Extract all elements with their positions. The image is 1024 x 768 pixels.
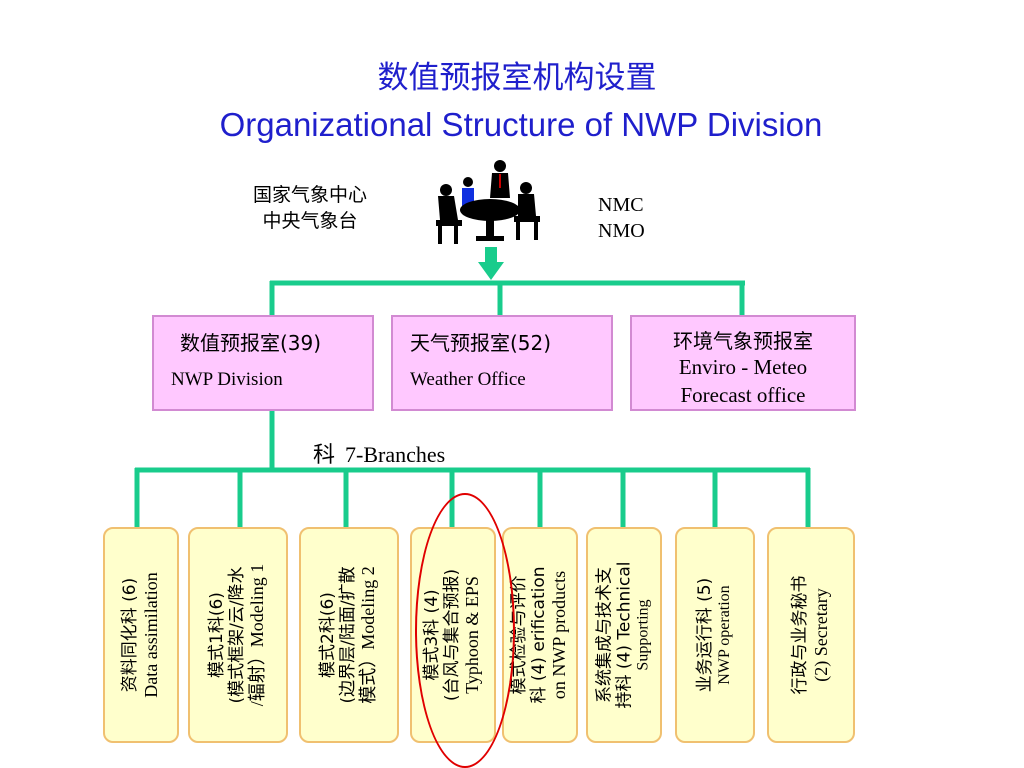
branch-6-line1: 系统集成与技术支 — [594, 567, 615, 704]
branch-7-line2: NWP operation — [715, 585, 733, 685]
office-enviro-en-line1: Enviro - Meteo — [678, 355, 808, 379]
center-label-chinese: 国家气象中心 中央气象台 — [200, 183, 420, 234]
branch-nwp-operation: 业务运行科 (5) NWP operation — [675, 527, 755, 743]
branch-1-line2: Data assimilation — [140, 572, 161, 698]
meeting-people-icon — [436, 160, 540, 244]
branch-5-line2: 科 (4) erification — [528, 566, 549, 704]
highlight-ellipse — [415, 493, 515, 768]
office-weather: 天气预报室(52) Weather Office — [391, 315, 613, 411]
branch-3-line3: 模式）Modeling 2 — [358, 566, 379, 704]
down-arrow-icon — [478, 247, 504, 280]
branches-label-en: 7-Branches — [345, 442, 446, 467]
branch-modeling-1: 模式1科(6) (模式框架/云/降水 /辐射）Modeling 1 — [188, 527, 288, 743]
branch-6-line2: 持科 (4) Technical — [613, 561, 634, 709]
center-en-line1: NMC — [598, 194, 644, 216]
office-weather-en: Weather Office — [410, 369, 526, 390]
branch-secretary: 行政与业务秘书 (2) Secretary — [767, 527, 855, 743]
branch-2-line3: /辐射）Modeling 1 — [247, 563, 268, 707]
branch-data-assimilation: 资料同化科 (6) Data assimilation — [103, 527, 179, 743]
center-cn-line2: 中央气象台 — [262, 209, 358, 232]
title-english: Organizational Structure of NWP Division — [219, 106, 823, 143]
office-nwp-division: 数值预报室(39) NWP Division — [152, 315, 374, 411]
center-cn-line1: 国家气象中心 — [252, 184, 367, 206]
branch-3-line1: 模式2科(6) — [318, 592, 339, 678]
office-nwp-en: NWP Division — [171, 369, 283, 390]
title-chinese: 数值预报室机构设置 — [377, 60, 657, 96]
branch-1-line1: 资料同化科 (6) — [119, 577, 140, 693]
branches-label-cn: 科 — [313, 443, 336, 468]
office-enviro-meteo: 环境气象预报室 Enviro - Meteo Forecast office — [630, 315, 856, 411]
branch-6-line3: Supporting — [634, 599, 652, 671]
branch-modeling-2: 模式2科(6) (边界层/陆面/扩散 模式）Modeling 2 — [299, 527, 399, 743]
office-weather-cn: 天气预报室(52) — [410, 331, 552, 355]
office-enviro-cn: 环境气象预报室 — [673, 329, 813, 353]
branch-7-line1: 业务运行科 (5) — [695, 577, 716, 693]
branch-technical-supporting: 系统集成与技术支 持科 (4) Technical Supporting — [586, 527, 662, 743]
branch-8-line1: 行政与业务秘书 — [789, 575, 810, 695]
branch-2-line2: (模式框架/云/降水 — [226, 566, 247, 704]
branch-3-line2: (边界层/陆面/扩散 — [337, 566, 358, 704]
center-label-english: NMC NMO — [598, 192, 645, 244]
office-enviro-en-line2: Forecast office — [680, 383, 806, 407]
branches-label: 科 7-Branches — [313, 437, 445, 469]
office-nwp-cn: 数值预报室(39) — [180, 331, 322, 355]
branch-8-line2: (2) Secretary — [810, 588, 831, 682]
branch-2-line1: 模式1科(6) — [207, 592, 228, 678]
center-en-line2: NMO — [598, 220, 645, 242]
branch-5-line3: on NWP products — [549, 570, 570, 700]
